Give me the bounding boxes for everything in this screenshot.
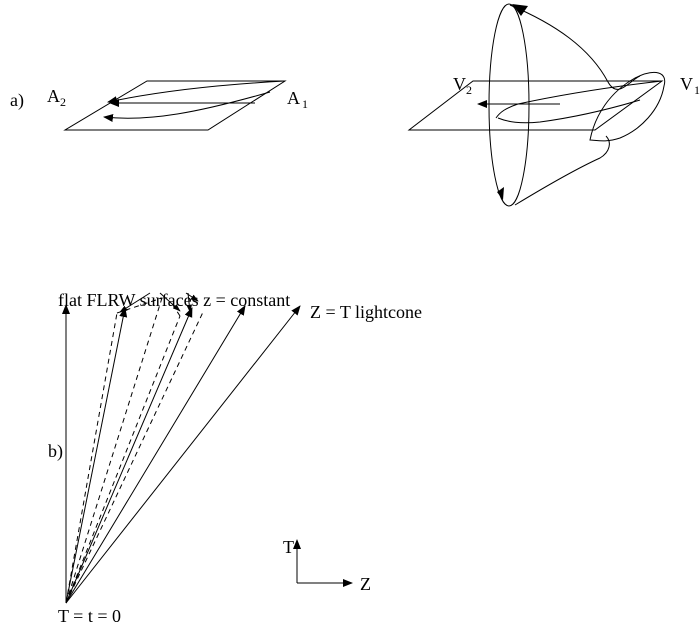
flat-plane [63,80,287,131]
horn-outer-curve-top [509,4,641,90]
panel-b: b) flat FLRW surfaces z = constant Z = T… [48,290,422,626]
flrw-surfaces [65,297,205,604]
horn-surface [407,3,666,207]
ray-2 [65,307,128,604]
lightcone-label: Z = T lightcone [310,302,422,322]
horn-outer-curve-bottom [514,135,610,206]
plane-end-label: A [47,86,60,106]
flrw-surface-4 [65,309,205,604]
plane-end-subscript: 2 [60,95,66,109]
pointer-4 [185,292,199,302]
ray-fan [62,304,301,604]
transport-arrow-top [107,80,286,105]
pointer-1 [119,292,151,313]
label-pointers [119,292,199,313]
axis-t-label: T [283,537,294,557]
horn-start-subscript: 1 [694,83,700,97]
flrw-surface-3 [65,315,181,604]
axes-indicator [293,539,353,587]
panel-b-label: b) [48,441,63,462]
ray-3 [65,307,193,604]
plane-start-subscript: 1 [302,97,308,111]
transport-arrow-bottom [103,91,271,122]
horn-start-label: V [680,74,693,94]
horn-plane-outline [407,80,664,131]
plane-start-label: A [287,88,300,108]
horn-large-ring [488,3,530,207]
horn-end-label: V [453,74,466,94]
pointer-3 [186,292,193,313]
pointer-2 [159,292,181,312]
panel-a: a) A 2 A 1 V 2 V 1 [10,3,700,207]
plane-outline [63,80,287,131]
surfaces-label: flat FLRW surfaces z = constant [58,290,290,310]
axis-z-label: Z [360,574,371,594]
lightcone-ray [65,305,301,604]
horn-transport-curve-lower [497,99,641,124]
horn-transport-curve-upper [495,80,663,119]
horn-ring-arrowhead-top [512,4,528,16]
horn-end-subscript: 2 [466,83,472,97]
ray-4 [65,305,246,604]
flrw-surface-2 [65,297,163,604]
flrw-surface-1-cap [116,297,163,314]
horn-small-ring [589,71,666,142]
flrw-surface-1 [65,312,118,604]
origin-label: T = t = 0 [58,606,121,626]
panel-a-label: a) [10,90,24,111]
horn-ring-arrowhead-bottom [497,187,504,200]
